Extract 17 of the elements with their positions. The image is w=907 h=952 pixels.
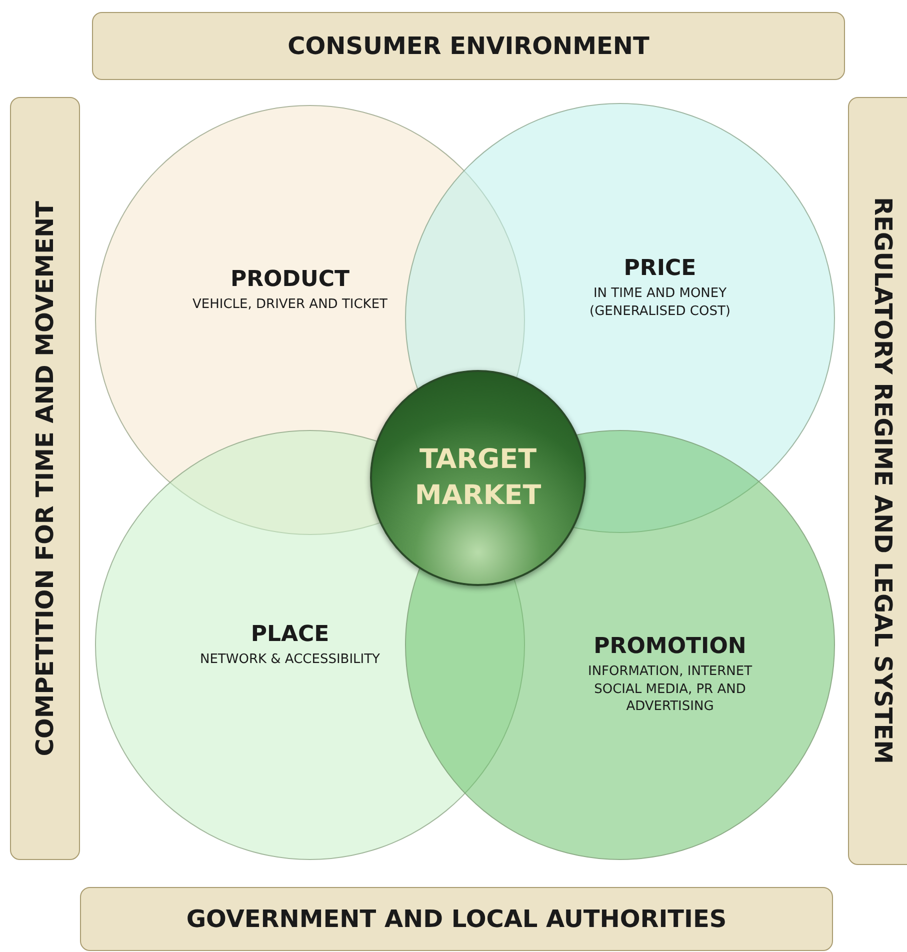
context-band bbox=[848, 97, 907, 865]
context-band bbox=[10, 97, 80, 860]
circle-heading: PROMOTION bbox=[594, 634, 746, 660]
band-label: CONSUMER ENVIRONMENT bbox=[288, 32, 650, 60]
circle-heading: PRODUCT bbox=[230, 266, 350, 292]
center-label: TARGET MARKET bbox=[414, 442, 542, 513]
band-label: REGULATORY REGIME AND LEGAL SYSTEM bbox=[869, 197, 897, 765]
circle-description: VEHICLE, DRIVER AND TICKET bbox=[192, 296, 388, 314]
circle-description: INFORMATION, INTERNET SOCIAL MEDIA, PR AND ADVERTISING bbox=[586, 663, 754, 716]
circle-heading: PRICE bbox=[624, 256, 696, 281]
circle-description: IN TIME AND MONEY (GENERALISED COST) bbox=[588, 284, 732, 320]
band-label: GOVERNMENT AND LOCAL AUTHORITIES bbox=[186, 905, 727, 933]
circle-heading: PLACE bbox=[250, 622, 330, 647]
circle-description: NETWORK & ACCESSIBILITY bbox=[198, 650, 381, 668]
band-label: COMPETITION FOR TIME AND MOVEMENT bbox=[31, 200, 59, 756]
context-band bbox=[80, 887, 833, 951]
context-band bbox=[92, 12, 845, 80]
